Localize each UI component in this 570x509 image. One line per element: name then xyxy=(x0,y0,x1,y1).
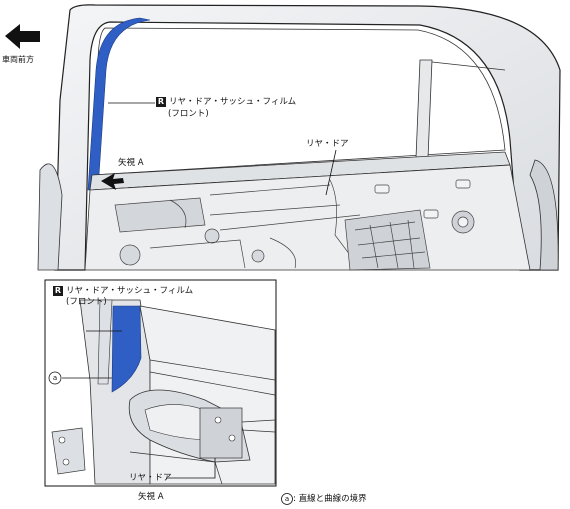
detail-rear-badge-icon: R xyxy=(53,286,63,296)
detail-point-a: a xyxy=(52,374,58,382)
detail-film-label-line1: リヤ・ドア・サッシュ・フィルム xyxy=(66,286,194,296)
window-glass xyxy=(91,27,506,176)
detail-film-label-line2: (フロント) xyxy=(66,297,107,307)
main-film-label-line2: (フロント) xyxy=(168,109,209,119)
sash-film-front xyxy=(87,17,151,191)
detail-view-caption: 矢視 A xyxy=(138,492,164,502)
detail-point-a-circle xyxy=(48,371,62,385)
door-sash-frame xyxy=(54,4,561,271)
legend-marker: a xyxy=(284,495,290,503)
detail-illustration xyxy=(51,299,276,485)
detail-door-label: リヤ・ドア xyxy=(129,473,172,483)
main-view-a-label: 矢視 A xyxy=(118,158,144,168)
rear-badge-icon: R xyxy=(156,97,166,107)
direction-label: 車両前方 xyxy=(2,55,34,64)
b-pillar-edge xyxy=(37,163,63,271)
inner-panel-details xyxy=(114,179,475,271)
main-film-label-line1: リヤ・ドア・サッシュ・フィルム xyxy=(169,97,297,107)
legend-point-a-circle xyxy=(281,493,293,505)
main-door-label: リヤ・ドア xyxy=(306,139,349,149)
c-pillar xyxy=(529,159,559,271)
legend-text: : 直線と曲線の境界 xyxy=(293,494,367,504)
view-a-arrow-icon xyxy=(101,173,124,190)
forward-arrow-icon xyxy=(5,24,40,49)
detail-sash-film xyxy=(111,305,142,393)
